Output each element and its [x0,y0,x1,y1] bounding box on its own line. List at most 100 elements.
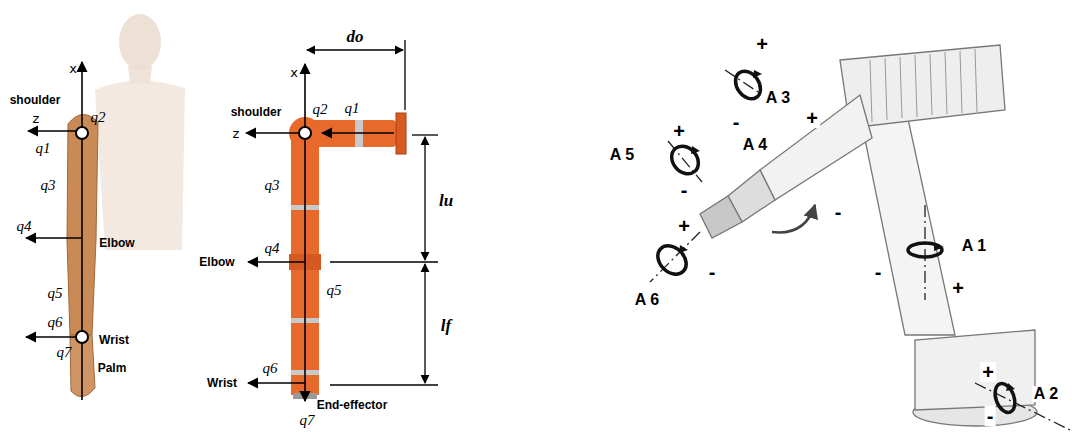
robot-arm-axes-part [304,133,306,401]
rotation-symbols-part [652,240,692,280]
cooling-fins [870,49,977,122]
human-axes-part [81,62,83,400]
direction-sign: - [731,112,742,132]
dimension-lines-part [404,40,405,110]
human-axes [26,62,88,400]
axis-label: z [33,112,40,125]
rotation-symbols-part [666,141,704,179]
rotation-symbols-part [730,66,765,103]
direction-sign: - [833,202,844,222]
dimension-lines-part [412,134,438,135]
dimension-label: do [347,28,364,45]
rotation-arrowheads-part [1006,383,1015,391]
dimension-label: lf [441,317,451,334]
cooling-fins-part [960,51,962,113]
axis-name: A 4 [741,137,769,153]
dimension-lines-part [307,49,403,50]
robot-arm-axes-part [246,132,305,134]
joint-name: Wrist [207,377,237,389]
joint-variable: q2 [313,102,328,117]
human-figure [67,14,185,397]
joint-variable: q5 [48,286,63,301]
rotation-symbols-part [991,381,1018,415]
joint-variable: q1 [36,141,51,156]
robot-arm-axes-part [248,382,305,384]
human-axes-part [28,130,82,132]
rotation-arrowheads-part [753,70,762,78]
joint-variable: q5 [327,283,342,298]
cooling-fins-part [975,49,977,112]
dimension-lines [307,40,438,385]
joint-variable: q7 [300,413,315,428]
axis-label: z [233,127,240,140]
axis-label: x [290,66,298,79]
joint-name: End-effector [317,399,388,411]
industrial-robot-part [700,196,742,238]
human-axes-part [76,127,88,139]
axis-name: A 1 [960,238,988,254]
direction-sign: + [950,278,966,298]
joint-variable: q3 [41,178,56,193]
industrial-robot-part [915,330,1035,410]
cooling-fins-part [900,57,902,118]
industrial-robot-part [860,105,955,335]
direction-sign: + [754,34,770,54]
dimension-lines-part [330,384,438,385]
robot-arm-axes-part [299,127,311,139]
direction-sign: + [980,362,996,382]
joint-variable: q7 [57,345,72,360]
rotation-arrowheads [679,70,1015,391]
human-axes-part [26,237,82,239]
rotation-arrowheads-part [691,146,700,154]
axis-lines [650,70,1070,430]
joint-name: shoulder [10,94,61,106]
cooling-fins-part [870,60,872,122]
cooling-fins-part [885,58,887,120]
direction-sign: - [679,180,690,200]
rotation-arrowheads-part [934,243,944,251]
human-figure-part [95,80,185,250]
cooling-fins-part [915,55,917,117]
joint-variable: q4 [265,241,280,256]
axis-name: A 6 [633,292,661,308]
joint-variable: q2 [91,110,106,125]
dimension-lines-part [424,264,425,383]
joint-variable: q6 [263,361,278,376]
dimension-label: lu [439,192,453,209]
cooling-fins-part [945,52,947,114]
direction-sign: + [671,121,687,141]
axis-lines-part [975,383,1070,430]
a4-rotation-arrow-part [772,205,815,232]
joint-variable: q6 [48,315,63,330]
robot-arm-7dof-part [396,113,406,154]
direction-sign: - [985,406,996,426]
direction-sign: - [707,262,718,282]
direction-sign: + [804,108,820,128]
direction-sign: + [676,216,692,236]
robot-arm-axes-part [248,261,305,263]
axis-label: x [69,62,77,75]
joint-name: shoulder [231,106,282,118]
a4-rotation-arrow [772,205,815,232]
axis-name: A 5 [608,147,636,163]
joint-name: Elbow [199,256,234,268]
axis-name: A 2 [1032,386,1060,402]
dimension-lines-part [330,261,438,262]
human-axes-part [26,336,82,338]
axis-name: A 3 [764,90,792,106]
direction-sign: - [873,262,884,282]
joint-name: Elbow [99,237,134,249]
robot-arm-axes-part [322,132,394,134]
joint-name: Wrist [99,334,129,346]
robot-arm-axes-part [304,64,306,133]
human-axes-part [76,331,88,343]
rotation-symbols [652,66,1018,415]
human-figure-part [119,14,161,70]
axis-lines-part [924,205,925,300]
robot-arm-7dof [289,113,406,399]
industrial-robot-part [760,95,872,200]
rotation-arrowheads-part [679,245,688,253]
joint-variable: q1 [345,101,360,116]
joint-variable: q4 [17,219,32,234]
